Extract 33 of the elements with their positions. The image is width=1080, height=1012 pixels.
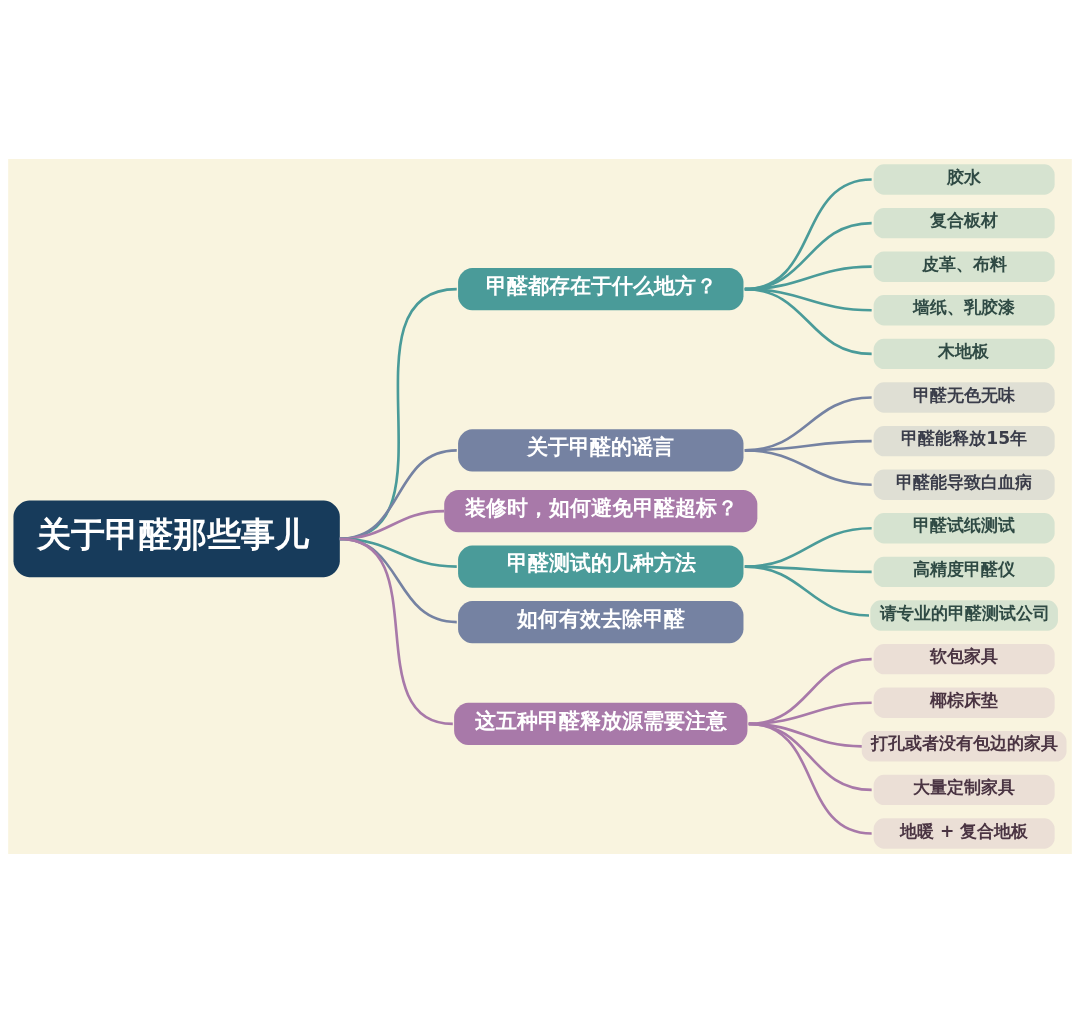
node-box: 甲醛都存在于什么地方？: [458, 267, 744, 310]
node-box: 装修时，如何避免甲醛超标？: [444, 489, 758, 532]
node-box: 甲醛能释放15年: [873, 425, 1055, 456]
node-box: 地暖 + 复合地板: [873, 817, 1055, 849]
node-box: 请专业的甲醛测试公司: [870, 599, 1058, 631]
node-box: 椰棕床垫: [873, 687, 1055, 718]
node-box: 胶水: [873, 163, 1055, 195]
node-box: 甲醛试纸测试: [873, 512, 1055, 543]
node-box: 皮革、布料: [873, 251, 1055, 282]
node-box: 这五种甲醛释放源需要注意: [454, 702, 748, 745]
node-box: 甲醛无色无味: [873, 381, 1055, 413]
node-box: 木地板: [873, 338, 1055, 369]
node-box: 大量定制家具: [873, 774, 1055, 805]
connector: [339, 509, 445, 540]
connector: [748, 700, 872, 725]
node-box: 甲醛测试的几种方法: [458, 545, 744, 588]
node-box: 复合板材: [873, 207, 1055, 238]
connector: [339, 537, 453, 725]
connector: [339, 448, 457, 540]
node-box: 墙纸、乳胶漆: [873, 294, 1055, 325]
connector: [748, 657, 872, 725]
connector: [744, 564, 870, 617]
node-box: 关于甲醛的谣言: [458, 428, 744, 471]
node-box: 打孔或者没有包边的家具: [861, 730, 1067, 761]
connector: [339, 287, 457, 540]
node-box: 甲醛能导致白血病: [873, 469, 1055, 500]
connector: [744, 287, 872, 355]
node-box: 软包家具: [873, 643, 1055, 674]
node-box: 关于甲醛那些事儿: [13, 500, 340, 577]
node-box: 如何有效去除甲醛: [458, 600, 744, 643]
connector: [744, 448, 872, 486]
node-box: 高精度甲醛仪: [873, 556, 1055, 587]
connector: [748, 722, 872, 835]
